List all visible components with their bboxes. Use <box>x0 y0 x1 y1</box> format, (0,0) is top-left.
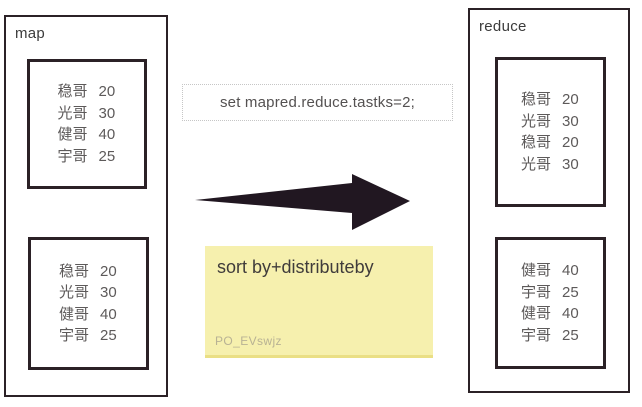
person-value: 30 <box>100 284 117 301</box>
map-label: map <box>15 25 46 42</box>
person-name: 光哥 <box>520 155 551 173</box>
record-row: 稳哥 20 <box>521 132 580 154</box>
person-value: 40 <box>562 305 579 322</box>
record-row: 健哥 40 <box>59 304 118 326</box>
person-value: 30 <box>562 112 579 130</box>
person-value: 30 <box>98 104 116 122</box>
person-value: 25 <box>562 326 579 344</box>
command-box: set mapred.reduce.tastks=2; <box>182 84 453 121</box>
person-name: 健哥 <box>520 305 551 322</box>
person-value: 40 <box>98 126 116 143</box>
record-row: 健哥 40 <box>57 124 116 146</box>
person-name: 健哥 <box>520 262 551 279</box>
person-value: 20 <box>100 262 117 280</box>
record-row: 宇哥 25 <box>59 325 118 347</box>
record-row: 光哥 30 <box>521 154 580 176</box>
map-records-group-1: 稳哥 20 光哥 30 健哥 40 宇哥 25 <box>27 59 147 189</box>
arrow-right-icon <box>188 170 416 234</box>
person-name: 健哥 <box>58 305 89 323</box>
record-row: 稳哥 20 <box>57 81 116 103</box>
person-name: 健哥 <box>57 126 88 143</box>
person-value: 25 <box>100 327 117 344</box>
person-value: 20 <box>98 83 116 100</box>
note-watermark: PO_EVswjz <box>215 334 282 348</box>
record-row: 宇哥 25 <box>521 282 580 304</box>
person-name: 宇哥 <box>520 326 551 344</box>
person-value: 20 <box>562 91 579 108</box>
record-row: 光哥 30 <box>59 282 118 304</box>
command-text: set mapred.reduce.tastks=2; <box>219 94 416 111</box>
record-row: 健哥 40 <box>521 260 580 282</box>
person-value: 25 <box>562 283 579 301</box>
person-value: 40 <box>562 262 579 279</box>
person-name: 宇哥 <box>57 147 88 165</box>
record-row: 健哥 40 <box>521 303 580 325</box>
person-name: 光哥 <box>520 112 551 130</box>
map-records-group-2: 稳哥 20 光哥 30 健哥 40 宇哥 25 <box>28 237 149 370</box>
person-name: 宇哥 <box>520 283 551 301</box>
reduce-phase-box: reduce 稳哥 20 光哥 30 稳哥 20 光哥 30 健哥 40 <box>468 8 630 393</box>
person-name: 光哥 <box>57 104 88 122</box>
person-name: 光哥 <box>58 284 89 301</box>
reduce-records-group-2: 健哥 40 宇哥 25 健哥 40 宇哥 25 <box>495 237 606 369</box>
record-row: 光哥 30 <box>521 111 580 133</box>
note-text: sort by+distributeby <box>217 257 374 277</box>
sticky-note: sort by+distributeby PO_EVswjz <box>205 246 433 358</box>
person-value: 30 <box>562 155 579 173</box>
person-name: 稳哥 <box>58 262 89 280</box>
person-name: 稳哥 <box>57 83 88 100</box>
person-name: 宇哥 <box>58 327 89 344</box>
record-row: 宇哥 25 <box>521 325 580 347</box>
person-value: 25 <box>98 147 116 165</box>
reduce-label: reduce <box>479 18 527 35</box>
record-row: 稳哥 20 <box>521 89 580 111</box>
reduce-records-group-1: 稳哥 20 光哥 30 稳哥 20 光哥 30 <box>495 57 606 207</box>
person-value: 40 <box>100 305 117 323</box>
record-row: 宇哥 25 <box>57 146 116 168</box>
person-name: 稳哥 <box>520 91 551 108</box>
record-row: 稳哥 20 <box>59 261 118 283</box>
record-row: 光哥 30 <box>57 103 116 125</box>
map-phase-box: map 稳哥 20 光哥 30 健哥 40 宇哥 25 稳哥 20 <box>4 15 168 397</box>
person-value: 20 <box>562 134 579 151</box>
person-name: 稳哥 <box>520 134 551 151</box>
